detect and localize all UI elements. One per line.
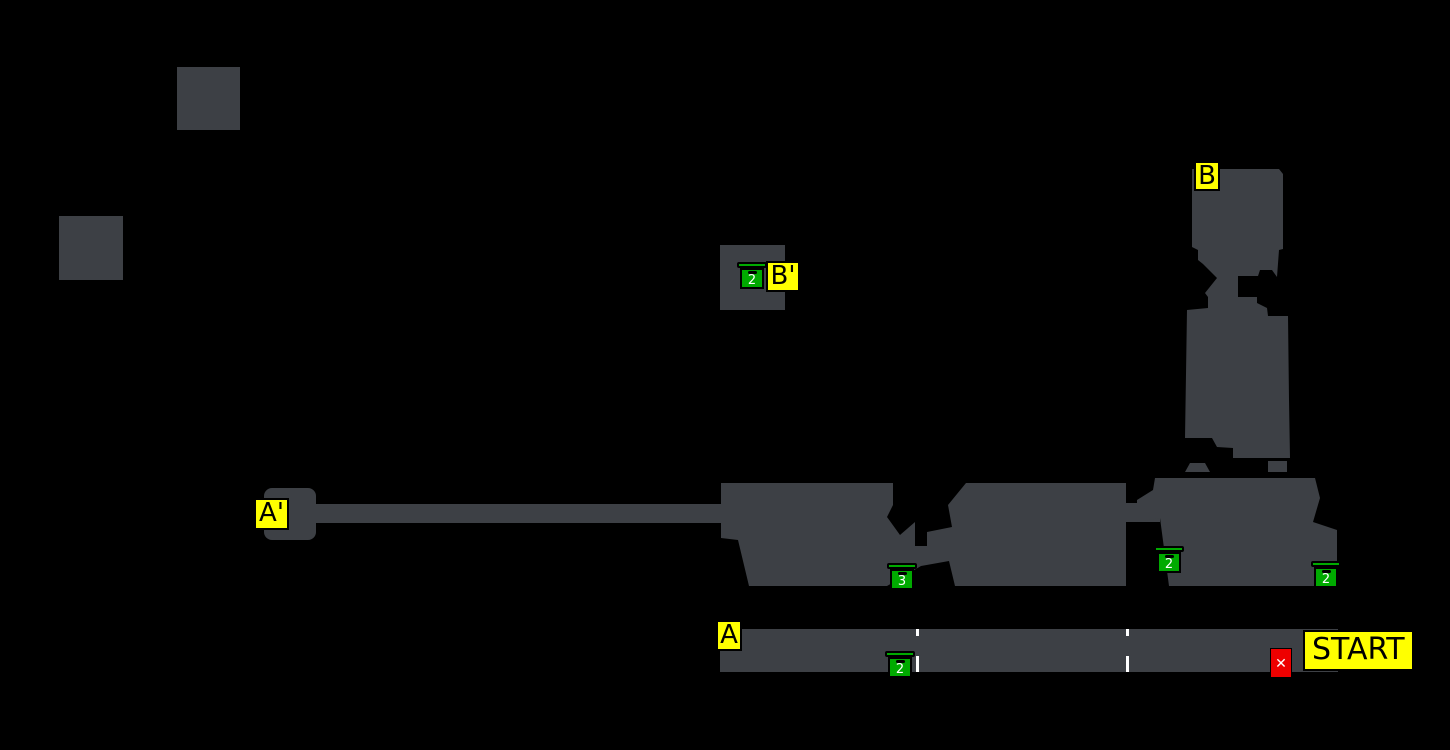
x-mark-icon[interactable]: ✕ [1270,648,1292,678]
isolated-room-2 [59,216,123,280]
door-marker [916,656,919,672]
connector-north [1185,461,1287,472]
treasure-chest-icon[interactable]: 2 [737,262,767,290]
chest-count: 2 [740,268,764,289]
treasure-chest-icon[interactable]: 2 [1154,546,1184,574]
warp-label-a: A [716,620,742,651]
west-corridor [312,504,724,523]
chest-count: 3 [890,569,914,590]
isolated-room-1 [177,67,240,130]
warp-label-b: B [1194,161,1220,191]
door-marker [1126,629,1129,636]
chest-count: 2 [1157,552,1181,573]
start-label: START [1303,630,1414,671]
room-b-tower [1185,169,1290,458]
treasure-chest-icon[interactable]: 2 [885,651,915,679]
door-marker [1126,656,1129,672]
corridor-a [720,629,1338,672]
chest-count: 2 [888,657,912,678]
treasure-chest-icon[interactable]: 2 [1311,561,1341,589]
warp-label-a-prime: A' [254,498,289,530]
treasure-chest-icon[interactable]: 3 [887,563,917,591]
room-3 [1137,478,1337,586]
door-marker [916,629,919,636]
room-1-2 [721,483,1126,586]
chest-count: 2 [1314,567,1338,588]
warp-label-b-prime: B' [766,261,800,292]
